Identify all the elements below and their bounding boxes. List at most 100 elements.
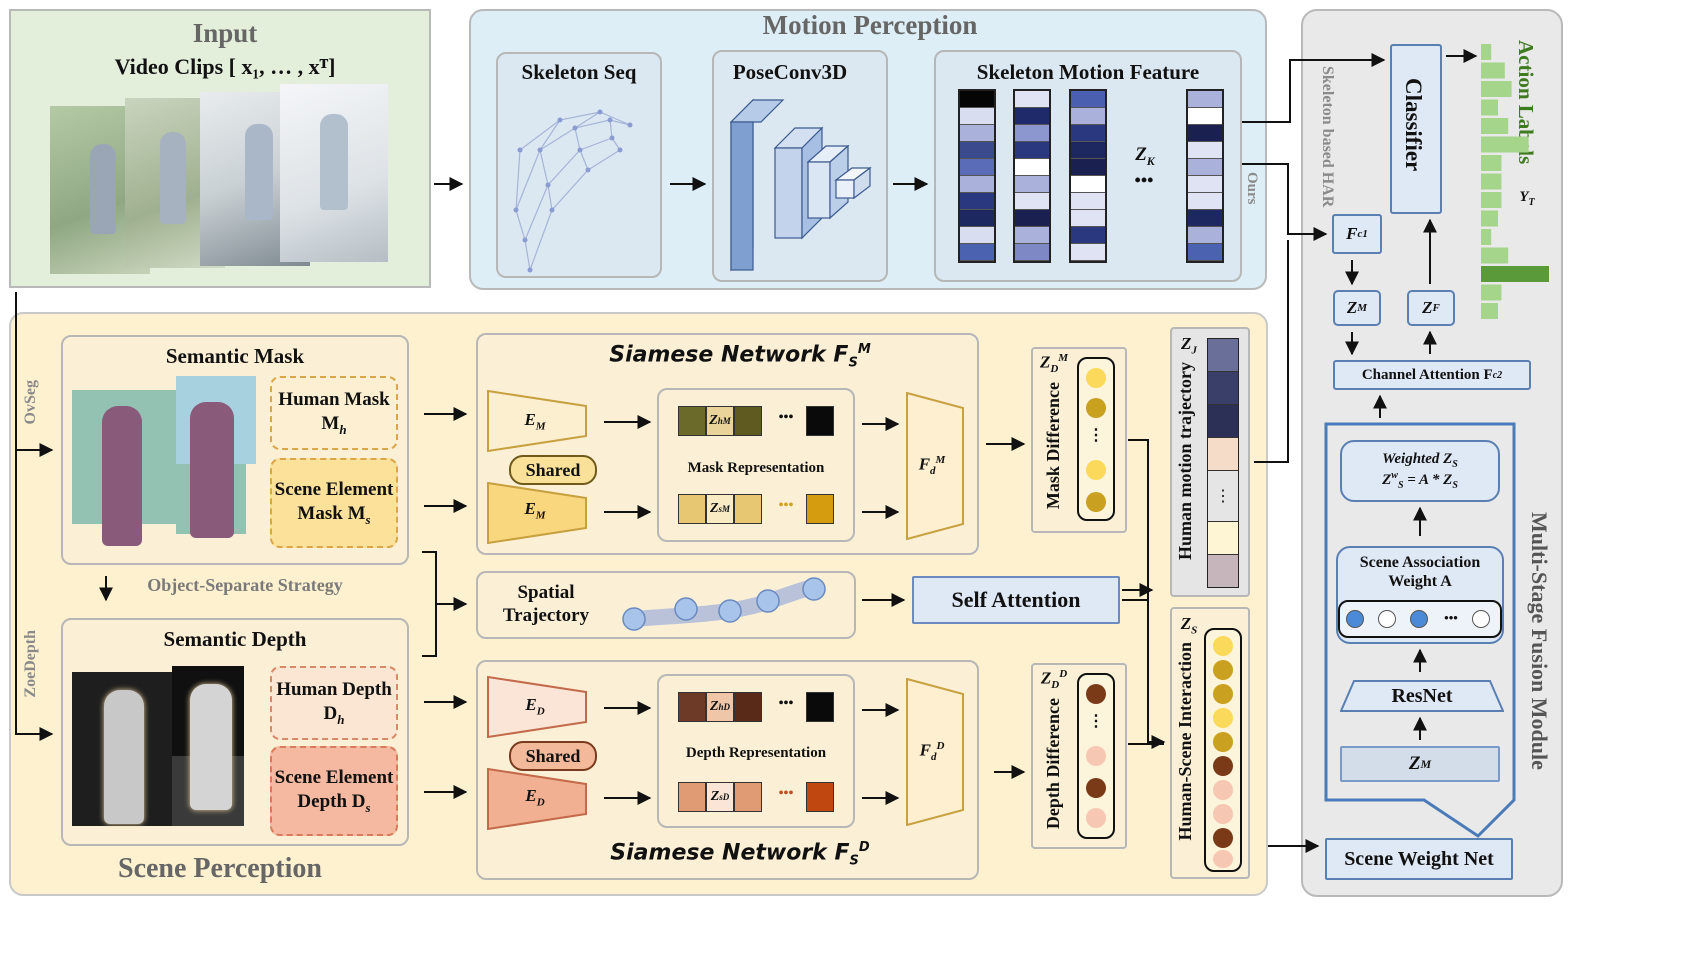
input-title: Input bbox=[192, 18, 258, 48]
human-depth-sub: h bbox=[337, 711, 345, 727]
trajectory-svg bbox=[622, 577, 826, 631]
em-bottom-e: E bbox=[524, 499, 536, 518]
fdd-block bbox=[906, 678, 964, 826]
em-top-e: E bbox=[524, 410, 536, 429]
scene-depth-text: Scene Element Depth D bbox=[274, 767, 394, 812]
encoder-ed-bottom bbox=[487, 768, 587, 830]
mask-rep-bottom-ellipsis: ••• bbox=[778, 498, 794, 513]
siamese-mask-title: Siamese Network FSM bbox=[580, 342, 900, 371]
zk-sub: K bbox=[1146, 153, 1155, 168]
zs-dot-3 bbox=[1213, 684, 1233, 704]
siamese-mask-sub: S bbox=[848, 355, 858, 371]
mask-diff-ellipsis: ⋮ bbox=[1088, 427, 1104, 444]
depth-rep-cell-4 bbox=[678, 782, 706, 812]
human-mask-silhouette-2 bbox=[190, 402, 234, 538]
zs-dot-10 bbox=[1213, 850, 1233, 868]
zk-label: ZK bbox=[1130, 144, 1160, 168]
depth-diff-dot-3 bbox=[1086, 778, 1106, 798]
input-subtitle: Video Clips [ x₁, … , xᵀ] bbox=[114, 54, 336, 79]
person-silhouette-4 bbox=[320, 114, 348, 210]
mask-rep-cell-6 bbox=[734, 494, 762, 524]
zs-dot-1 bbox=[1213, 636, 1233, 656]
fdm-label: FdM bbox=[912, 454, 952, 478]
encoder-ed-bottom-shape bbox=[487, 768, 587, 830]
fdm-shape bbox=[906, 392, 964, 540]
siamese-mask-sup: M bbox=[857, 342, 871, 357]
zs-dot-8 bbox=[1213, 804, 1233, 824]
resnet-label: ResNet bbox=[1391, 685, 1453, 707]
zj-strip: ⋮ bbox=[1207, 338, 1239, 588]
assoc-dot-3 bbox=[1410, 610, 1428, 628]
zk-ellipsis: ••• bbox=[1134, 170, 1154, 190]
zdd-label: ZDD bbox=[1036, 668, 1072, 692]
assoc-ellipsis: ••• bbox=[1444, 610, 1458, 625]
fdm-f: F bbox=[918, 454, 931, 474]
scene-mask-text: Scene Element Mask M bbox=[274, 479, 394, 524]
feature-strip-1 bbox=[958, 89, 996, 263]
scene-element-depth-box: Scene Element Depth Ds bbox=[270, 746, 398, 836]
zk-z: Z bbox=[1135, 144, 1147, 165]
depth-rep-top-last bbox=[806, 692, 834, 722]
scene-mask-sub: s bbox=[365, 511, 371, 527]
fdm-sup: M bbox=[935, 454, 946, 466]
channel-attention-text: Channel Attention F bbox=[1361, 366, 1493, 383]
mask-rep-bottom-last bbox=[806, 494, 834, 524]
encoder-ed-top-shape bbox=[487, 676, 587, 738]
zf-z: Z bbox=[1422, 298, 1433, 317]
scene-element-mask-box: Scene Element Mask Ms bbox=[270, 458, 398, 548]
zm-sub: M bbox=[1357, 302, 1368, 314]
encoder-ed-top bbox=[487, 676, 587, 738]
zdm-sup: M bbox=[1058, 352, 1069, 364]
mask-rep-top-ellipsis: ••• bbox=[778, 410, 794, 425]
siamese-mask-text: Siamese Network F bbox=[609, 342, 849, 368]
ours-label: Ours bbox=[1244, 172, 1260, 205]
classifier-box bbox=[1390, 44, 1442, 214]
weighted-zs-text: Weighted Z bbox=[1382, 451, 1453, 467]
siamese-depth-sup: D bbox=[858, 840, 870, 855]
encoder-em-top-outline bbox=[487, 390, 587, 452]
fdd-label: FdD bbox=[912, 740, 952, 764]
shared-depth-pill: Shared bbox=[509, 741, 597, 771]
assoc-dot-2 bbox=[1378, 610, 1396, 628]
feature-strip-3 bbox=[1069, 89, 1107, 263]
fc1-sub: c1 bbox=[1357, 228, 1368, 240]
ed-bottom-e: E bbox=[525, 786, 537, 805]
depth-rep-bottom-last bbox=[806, 782, 834, 812]
motion-title: Motion Perception bbox=[762, 10, 978, 40]
scene-perception-title: Scene Perception bbox=[118, 853, 322, 884]
semantic-mask-title: Semantic Mask bbox=[165, 344, 305, 368]
person-silhouette-1 bbox=[90, 144, 116, 234]
human-mask-box: Human Mask Mh bbox=[270, 376, 398, 450]
ed-bottom-label: ED bbox=[510, 786, 560, 810]
em-top-sub: M bbox=[535, 420, 546, 433]
classifier-label: Classifier bbox=[1401, 78, 1426, 172]
fdd-shape bbox=[906, 678, 964, 826]
weighted-zs-line1: Weighted ZS bbox=[1382, 451, 1458, 470]
skeleton-har-label: Skeleton based HAR bbox=[1319, 66, 1336, 208]
encoder-em-bottom-outline bbox=[487, 482, 587, 544]
trajectory-path bbox=[620, 575, 830, 635]
depth-rep-cell-1 bbox=[678, 692, 706, 722]
person-silhouette-3 bbox=[245, 124, 273, 220]
assoc-dot-4 bbox=[1472, 610, 1490, 628]
resnet-shape bbox=[1340, 680, 1504, 712]
depth-diff-dot-2 bbox=[1086, 746, 1106, 766]
self-attention-box: Self Attention bbox=[912, 576, 1120, 624]
siamese-depth-sub: S bbox=[849, 853, 859, 869]
yt-sub: T bbox=[1528, 197, 1535, 208]
zs-dot-5 bbox=[1213, 732, 1233, 752]
scene-depth-sub: s bbox=[365, 799, 371, 815]
assoc-dot-1 bbox=[1346, 610, 1364, 628]
em-top-label: EM bbox=[510, 410, 560, 434]
fdd-sub: d bbox=[930, 751, 937, 764]
skeleton-feature-title: Skeleton Motion Feature bbox=[976, 60, 1200, 84]
zdd-sup: D bbox=[1059, 668, 1068, 680]
mask-diff-dot-3 bbox=[1086, 460, 1106, 480]
